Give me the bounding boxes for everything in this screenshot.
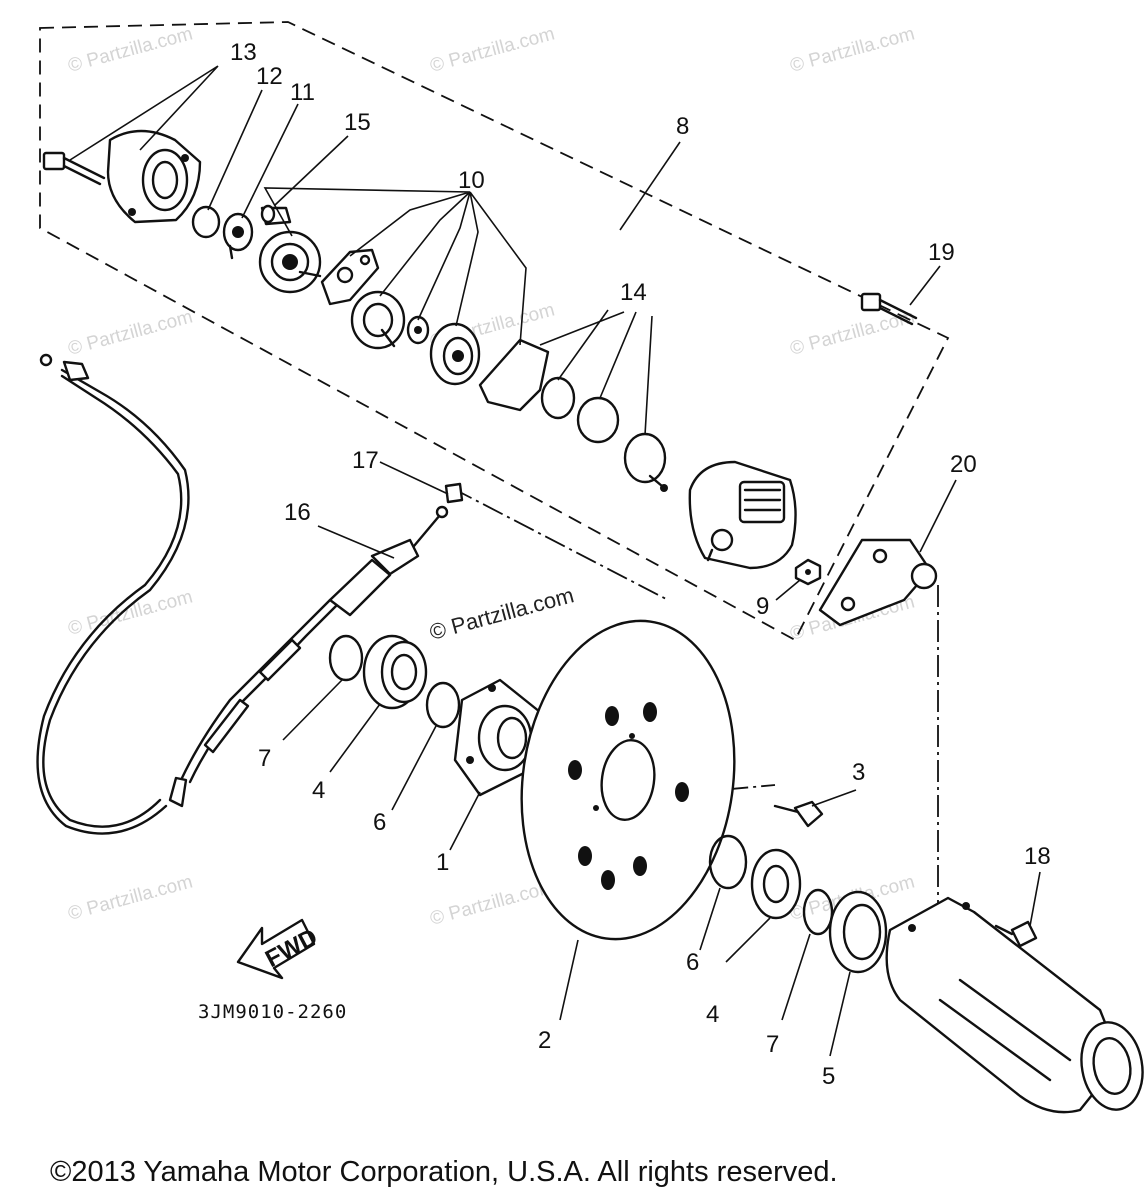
assembly-boundary-8 <box>39 21 950 642</box>
part-19-bolt <box>860 292 918 326</box>
part-4-bearing <box>750 848 802 920</box>
fwd-arrow: FWD <box>236 918 322 980</box>
part-7-circlip <box>328 634 364 682</box>
part-10-gasket <box>478 338 550 412</box>
part-10-plate <box>320 248 380 306</box>
axle-housing <box>885 896 1144 1114</box>
callout-14: 14 <box>620 279 647 306</box>
part-14-cap <box>623 432 668 492</box>
part-7-circlip <box>802 888 834 936</box>
callout-2: 2 <box>538 1027 551 1054</box>
callouts: 13 12 11 15 8 10 19 14 17 20 16 9 7 3 4 … <box>230 39 1051 1090</box>
watermark: © Partzilla.com <box>66 586 195 639</box>
watermark: © Partzilla.com <box>66 306 195 359</box>
part-16-cable <box>36 353 449 835</box>
watermark: © Partzilla.com <box>428 876 557 929</box>
callout-1: 1 <box>436 849 449 876</box>
part-6-o-ring <box>708 834 748 890</box>
part-18-bolt <box>994 920 1038 948</box>
part-8-housing <box>688 460 797 570</box>
watermark: © Partzilla.com <box>66 23 195 76</box>
part-20-bracket <box>818 538 938 627</box>
part-5-oil-seal <box>828 890 888 974</box>
part-17-clip <box>444 482 464 504</box>
callout-6: 6 <box>686 949 699 976</box>
callout-6: 6 <box>373 809 386 836</box>
part-12-ring <box>191 205 221 239</box>
callout-4: 4 <box>312 777 325 804</box>
part-4-bearing <box>362 634 428 710</box>
callout-11: 11 <box>290 79 315 106</box>
callout-20: 20 <box>950 451 977 478</box>
callout-16: 16 <box>284 499 311 526</box>
callout-8: 8 <box>676 113 689 140</box>
part-11-shaft <box>222 212 254 260</box>
callout-13: 13 <box>230 39 257 66</box>
part-10-bearing <box>429 322 481 386</box>
part-6-o-ring <box>425 681 461 729</box>
callout-10: 10 <box>458 167 485 194</box>
callout-17: 17 <box>352 447 379 474</box>
watermark: © Partzilla.com <box>788 23 917 76</box>
part-2-brake-disc <box>520 619 736 941</box>
callout-3: 3 <box>852 759 865 786</box>
center-line-17 <box>451 487 669 601</box>
callout-4: 4 <box>706 1001 719 1028</box>
callout-9: 9 <box>756 593 769 620</box>
watermark: © Partzilla.com <box>66 871 195 924</box>
callout-15: 15 <box>344 109 371 136</box>
part-13-cover <box>106 129 202 224</box>
part-10-gear <box>258 230 322 294</box>
part-9-nut <box>794 558 822 586</box>
part-13-bolt <box>42 151 106 186</box>
callout-19: 19 <box>928 239 955 266</box>
callout-7: 7 <box>766 1031 779 1058</box>
part-3-bolt <box>773 800 824 828</box>
watermark: © Partzilla.com <box>428 23 557 76</box>
diagram-code: 3JM9010-2260 <box>198 1001 347 1023</box>
copyright-notice: ©2013 Yamaha Motor Corporation, U.S.A. A… <box>50 1156 838 1188</box>
callout-7: 7 <box>258 745 271 772</box>
watermark-center: © Partzilla.com <box>427 582 577 645</box>
callout-12: 12 <box>256 63 283 90</box>
leader-lines <box>69 65 1041 1057</box>
part-14-seal <box>576 396 620 444</box>
part-14-o-ring <box>540 376 576 420</box>
callout-5: 5 <box>822 1063 835 1090</box>
callout-18: 18 <box>1024 843 1051 870</box>
part-10-hub <box>350 290 406 350</box>
part-1-hub <box>453 678 542 797</box>
part-10-spring <box>406 315 430 345</box>
